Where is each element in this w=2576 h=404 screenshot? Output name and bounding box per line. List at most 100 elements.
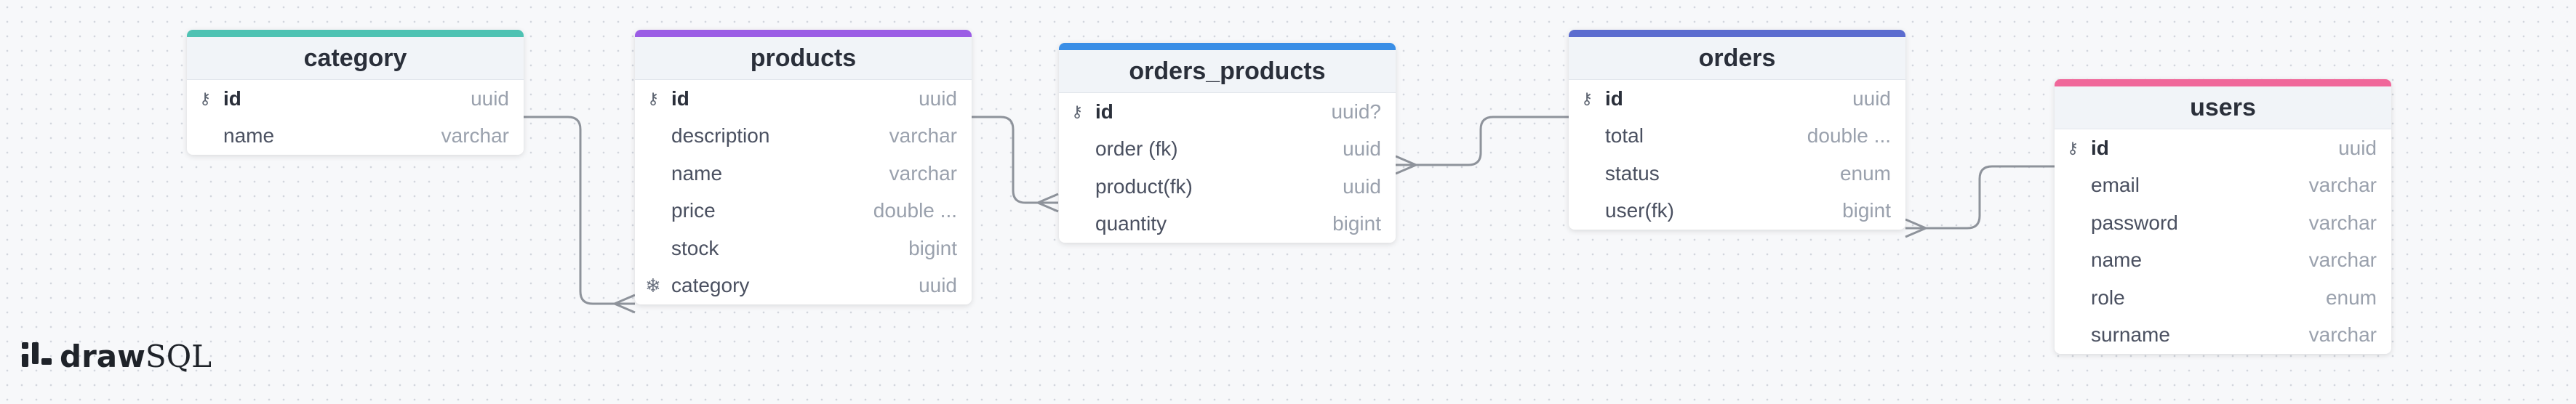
- table-orders-products[interactable]: orders_products ⚷ id uuid? order (fk) uu…: [1059, 43, 1396, 243]
- column-type: varchar: [889, 161, 957, 185]
- table-accent-bar: [635, 30, 972, 37]
- column-type: varchar: [2308, 174, 2377, 197]
- relation-orders-orders-products: [1396, 116, 1569, 166]
- column-row[interactable]: password varchar: [2055, 204, 2391, 242]
- column-row[interactable]: name varchar: [187, 118, 524, 155]
- column-row[interactable]: role enum: [2055, 279, 2391, 317]
- table-title[interactable]: category: [187, 37, 524, 80]
- column-type: bigint: [1332, 212, 1381, 235]
- table-accent-bar: [1059, 43, 1396, 50]
- column-row[interactable]: order (fk) uuid: [1059, 131, 1396, 169]
- column-row[interactable]: status enum: [1569, 155, 1905, 193]
- column-row[interactable]: surname varchar: [2055, 317, 2391, 355]
- column-row[interactable]: ⚷ id uuid?: [1059, 93, 1396, 131]
- column-name: surname: [2091, 323, 2170, 347]
- column-type: double ...: [873, 199, 957, 222]
- table-products[interactable]: products ⚷ id uuid description varchar n…: [635, 30, 972, 304]
- relation-category-products: [524, 116, 635, 305]
- column-name: total: [1605, 124, 1644, 148]
- drawsql-logo[interactable]: drawSQL: [22, 338, 212, 374]
- column-row[interactable]: quantity bigint: [1059, 206, 1396, 243]
- column-name: id: [1095, 100, 1113, 123]
- column-name: quantity: [1095, 212, 1167, 235]
- relation-users-orders: [1905, 165, 2055, 230]
- table-accent-bar: [187, 30, 524, 37]
- column-row[interactable]: description varchar: [635, 118, 972, 155]
- column-row[interactable]: name varchar: [2055, 242, 2391, 280]
- column-type: uuid: [1343, 174, 1381, 198]
- column-name: user(fk): [1605, 199, 1674, 222]
- column-name: status: [1605, 161, 1660, 185]
- column-name: id: [223, 86, 241, 110]
- column-type: uuid: [919, 86, 957, 110]
- column-type: varchar: [441, 124, 509, 148]
- column-type: enum: [1839, 161, 1891, 185]
- column-type: uuid: [471, 86, 509, 110]
- table-title[interactable]: users: [2055, 86, 2391, 129]
- column-type: enum: [2325, 286, 2377, 309]
- column-row[interactable]: ⚷ id uuid: [2055, 129, 2391, 167]
- crow-foot-orders-products-order: [1395, 155, 1419, 175]
- table-category[interactable]: category ⚷ id uuid name varchar: [187, 30, 524, 155]
- column-name: id: [2091, 136, 2109, 159]
- column-name: name: [223, 124, 275, 148]
- table-accent-bar: [2055, 79, 2391, 86]
- column-name: product(fk): [1095, 174, 1193, 198]
- column-row[interactable]: ⚷ id uuid: [1569, 80, 1905, 118]
- column-row[interactable]: name varchar: [635, 155, 972, 193]
- column-row[interactable]: stock bigint: [635, 230, 972, 267]
- column-row[interactable]: email varchar: [2055, 167, 2391, 205]
- column-name: order (fk): [1095, 137, 1178, 161]
- key-icon: ⚷: [1580, 89, 1593, 108]
- column-type: uuid: [1852, 86, 1891, 110]
- index-icon: ❄: [645, 274, 661, 296]
- column-name: category: [671, 274, 750, 297]
- column-name: id: [671, 86, 689, 110]
- table-orders[interactable]: orders ⚷ id uuid total double ... status…: [1569, 30, 1905, 230]
- table-title[interactable]: orders_products: [1059, 50, 1396, 93]
- column-type: varchar: [2308, 249, 2377, 272]
- column-type: bigint: [1842, 199, 1891, 222]
- key-icon: ⚷: [2066, 138, 2079, 157]
- column-name: role: [2091, 286, 2125, 309]
- drawsql-logo-icon: [22, 341, 54, 371]
- crow-foot-products-category: [612, 294, 636, 314]
- column-type: uuid: [1343, 137, 1381, 161]
- column-name: id: [1605, 86, 1623, 110]
- column-type: varchar: [2308, 323, 2377, 347]
- table-users[interactable]: users ⚷ id uuid email varchar password v…: [2055, 79, 2391, 354]
- column-row[interactable]: ⚷ id uuid: [187, 80, 524, 118]
- column-type: uuid: [2338, 136, 2377, 159]
- column-name: name: [2091, 249, 2143, 272]
- key-icon: ⚷: [199, 89, 212, 108]
- table-title[interactable]: products: [635, 37, 972, 80]
- column-type: bigint: [908, 236, 957, 259]
- column-name: description: [671, 124, 770, 148]
- table-title[interactable]: orders: [1569, 37, 1905, 80]
- logo-text-bold: draw: [60, 338, 145, 374]
- column-type: varchar: [889, 124, 957, 148]
- column-type: uuid?: [1331, 100, 1381, 123]
- column-type: uuid: [919, 274, 957, 297]
- column-row[interactable]: total double ...: [1569, 118, 1905, 155]
- column-name: price: [671, 199, 716, 222]
- column-name: name: [671, 161, 723, 185]
- column-name: email: [2091, 174, 2140, 197]
- column-type: double ...: [1807, 124, 1891, 148]
- column-row[interactable]: ⚷ id uuid: [635, 80, 972, 118]
- column-row[interactable]: ❄ category uuid: [635, 267, 972, 305]
- column-row[interactable]: user(fk) bigint: [1569, 193, 1905, 230]
- key-icon: ⚷: [1071, 102, 1084, 121]
- logo-text-light: SQL: [145, 338, 212, 374]
- column-row[interactable]: price double ...: [635, 193, 972, 230]
- column-row[interactable]: product(fk) uuid: [1059, 168, 1396, 206]
- relation-products-orders-products: [971, 116, 1058, 204]
- column-name: stock: [671, 236, 719, 259]
- table-accent-bar: [1569, 30, 1905, 37]
- column-type: varchar: [2308, 211, 2377, 234]
- crow-foot-orders-user: [1905, 218, 1929, 238]
- key-icon: ⚷: [647, 89, 660, 108]
- drawsql-logo-text: drawSQL: [60, 339, 212, 374]
